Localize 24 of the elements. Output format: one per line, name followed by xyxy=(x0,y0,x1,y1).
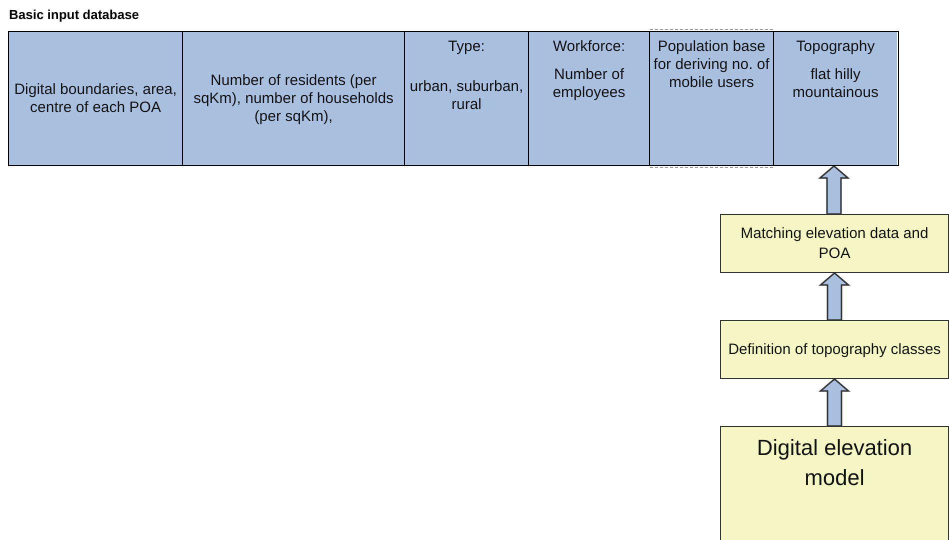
cell-text: Number of employees xyxy=(552,66,626,102)
cell-heading: Type: xyxy=(448,38,485,56)
cell-heading: Population base for deriving no. of mobile users xyxy=(653,38,770,92)
process-label: Digital elevation model xyxy=(756,434,914,492)
block-arrow xyxy=(818,378,851,427)
cell-heading: Number of residents (per sqKm), number of households (per sqKm), xyxy=(192,72,395,126)
cell-heading: Workforce: xyxy=(552,38,626,56)
process-box xyxy=(720,320,949,379)
cell-heading: Topography xyxy=(796,38,875,56)
table-cell xyxy=(773,32,897,165)
block-arrow xyxy=(818,272,851,321)
block-arrow xyxy=(818,165,850,215)
process-box xyxy=(720,426,949,540)
cell-text: urban, suburban, rural xyxy=(408,78,524,114)
cell-text: flat hilly mountainous xyxy=(792,66,880,102)
table-cell xyxy=(404,32,528,165)
process-label: Matching elevation data and POA xyxy=(740,224,930,264)
table-cell xyxy=(528,32,649,165)
table-cell xyxy=(182,32,404,165)
table-heading: Basic input database xyxy=(9,7,140,22)
process-box xyxy=(720,214,949,273)
process-label: Definition of topography classes xyxy=(728,340,941,360)
table-cell xyxy=(9,32,182,165)
cell-heading: Digital boundaries, area, centre of each POA xyxy=(13,80,178,116)
